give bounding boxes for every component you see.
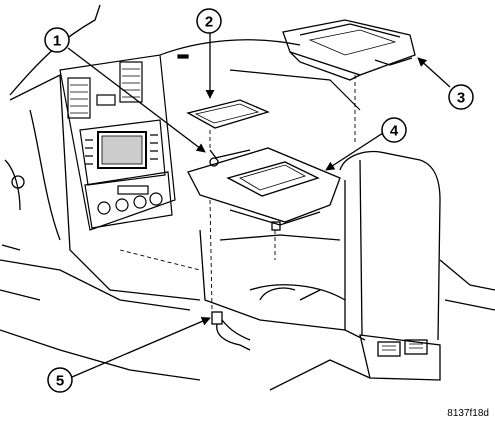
cup-holder-insert — [282, 19, 416, 81]
callout-4: 4 — [381, 117, 407, 143]
figure-code: 8137f18d — [447, 408, 489, 419]
callout-2-label: 2 — [205, 14, 213, 31]
callout-5-label: 5 — [56, 373, 64, 390]
callout-1-label: 1 — [53, 33, 61, 50]
center-stack — [59, 54, 176, 231]
wire-connector — [211, 311, 251, 351]
console-bezel — [187, 147, 341, 231]
callout-1: 1 — [44, 27, 70, 53]
instrument-panel — [0, 4, 201, 311]
leader-lines — [67, 33, 451, 378]
dash-upper — [159, 39, 361, 111]
callout-2: 2 — [196, 8, 222, 34]
callout-5: 5 — [47, 367, 73, 393]
floor-console — [0, 150, 495, 391]
storage-mat — [186, 99, 270, 129]
callout-3: 3 — [448, 84, 474, 110]
assembly-lines — [119, 75, 356, 311]
callout-3-label: 3 — [457, 90, 465, 107]
callout-4-label: 4 — [390, 123, 399, 140]
